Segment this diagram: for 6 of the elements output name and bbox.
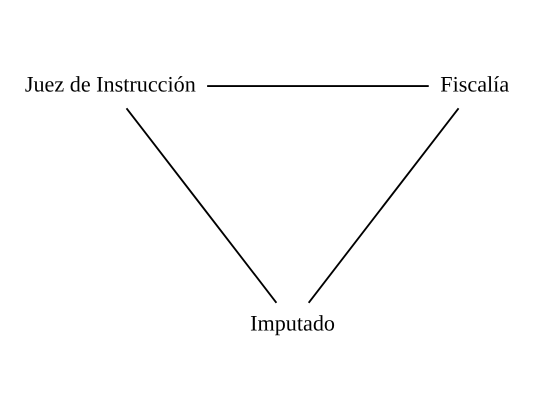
connector [207,84,429,86]
node-text: Juez de Instrucción [24,71,196,96]
connector [126,107,278,303]
node-text: Imputado [250,310,335,335]
connector [308,107,460,303]
node-text: Fiscalía [440,71,510,96]
